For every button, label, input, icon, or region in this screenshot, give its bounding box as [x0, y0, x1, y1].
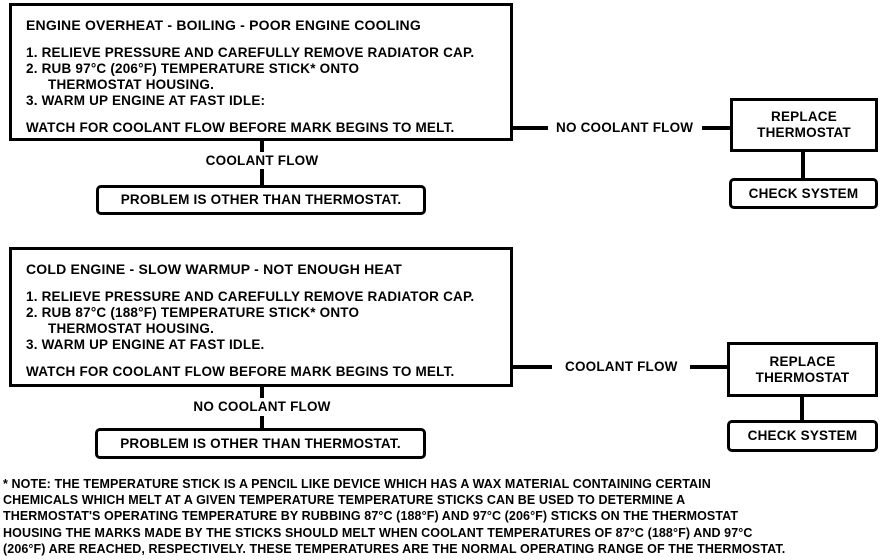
replace-thermostat-line2: THERMOSTAT [757, 125, 851, 140]
procedure-step: 3. WARM UP ENGINE AT FAST IDLE. [26, 337, 265, 352]
overheat-procedure-box: ENGINE OVERHEAT - BOILING - POOR ENGINE … [9, 3, 513, 141]
replace-thermostat-line1: REPLACE [771, 109, 837, 124]
problem-label: PROBLEM IS OTHER THAN THERMOSTAT. [120, 192, 402, 207]
no-coolant-flow-label: NO COOLANT FLOW [556, 120, 694, 135]
check-system-label: CHECK SYSTEM [748, 185, 859, 201]
procedure-step: 2. RUB 97°C (206°F) TEMPERATURE STICK* O… [26, 61, 360, 76]
problem-other-than-thermostat-box: PROBLEM IS OTHER THAN THERMOSTAT. [95, 428, 426, 459]
check-system-label: CHECK SYSTEM [747, 428, 858, 443]
procedure-step: 2. RUB 87°C (188°F) TEMPERATURE STICK* O… [26, 305, 360, 320]
check-system-box: CHECK SYSTEM [729, 178, 878, 209]
procedure-step: 1. RELIEVE PRESSURE AND CAREFULLY REMOVE… [26, 45, 475, 60]
coolant-flow-label: COOLANT FLOW [205, 153, 319, 168]
temperature-stick-note: * NOTE: THE TEMPERATURE STICK IS A PENCI… [3, 476, 785, 557]
note-line: * NOTE: THE TEMPERATURE STICK IS A PENCI… [3, 477, 711, 491]
procedure-step: 1. RELIEVE PRESSURE AND CAREFULLY REMOVE… [26, 289, 475, 304]
connector-line [260, 387, 264, 398]
replace-thermostat-box: REPLACE THERMOSTAT [727, 342, 878, 397]
procedure-step: 3. WARM UP ENGINE AT FAST IDLE: [26, 93, 266, 108]
connector-line [801, 152, 805, 178]
watch-instruction: WATCH FOR COOLANT FLOW BEFORE MARK BEGIN… [26, 364, 455, 379]
watch-instruction: WATCH FOR COOLANT FLOW BEFORE MARK BEGIN… [26, 120, 455, 135]
replace-thermostat-line2: THERMOSTAT [755, 369, 850, 385]
problem-other-than-thermostat-box: PROBLEM IS OTHER THAN THERMOSTAT. [96, 185, 426, 215]
no-coolant-flow-label: NO COOLANT FLOW [193, 399, 331, 414]
procedure-title: ENGINE OVERHEAT - BOILING - POOR ENGINE … [26, 17, 421, 33]
connector-line [513, 365, 552, 369]
replace-thermostat-box: REPLACE THERMOSTAT [730, 98, 878, 152]
note-line: HOUSING THE MARKS MADE BY THE STICKS SHO… [3, 525, 753, 540]
connector-line [260, 169, 264, 185]
procedure-step: THERMOSTAT HOUSING. [48, 77, 215, 92]
note-line: (206°F) ARE REACHED, RESPECTIVELY. THESE… [3, 541, 786, 556]
connector-line [260, 416, 264, 428]
problem-label: PROBLEM IS OTHER THAN THERMOSTAT. [120, 435, 401, 451]
connector-line [702, 126, 730, 130]
check-system-box: CHECK SYSTEM [727, 420, 878, 452]
procedure-step: THERMOSTAT HOUSING. [48, 321, 215, 336]
note-line: CHEMICALS WHICH MELT AT A GIVEN TEMPERAT… [3, 493, 686, 508]
cold-engine-procedure-box: COLD ENGINE - SLOW WARMUP - NOT ENOUGH H… [9, 247, 513, 387]
connector-line [800, 397, 804, 420]
connector-line [260, 141, 264, 152]
connector-line [513, 126, 548, 130]
note-line: THERMOSTAT'S OPERATING TEMPERATURE BY RU… [3, 509, 739, 524]
replace-thermostat-line1: REPLACE [769, 353, 836, 369]
procedure-title: COLD ENGINE - SLOW WARMUP - NOT ENOUGH H… [26, 261, 402, 277]
coolant-flow-label: COOLANT FLOW [565, 359, 678, 374]
connector-line [690, 365, 728, 369]
